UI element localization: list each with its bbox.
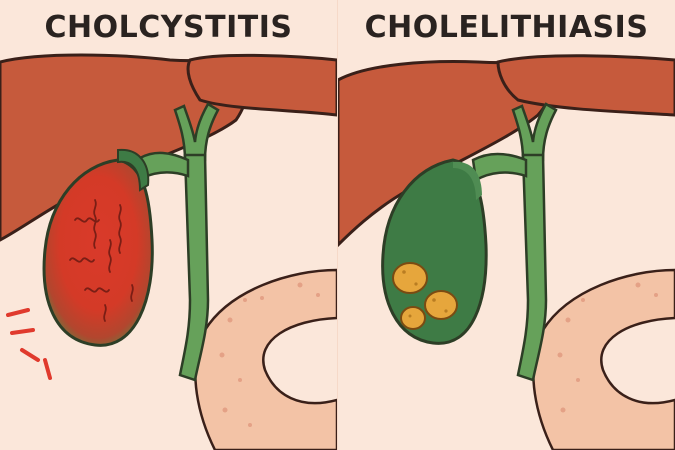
gallstone-1 [392,262,428,294]
gallstone-3 [400,306,426,330]
cystic-duct-right [471,152,528,182]
gallbladder-with-stones [381,158,488,345]
cholecystitis-illustration [0,53,337,450]
gallstone-2 [424,290,458,320]
liver-upper-lobe-right [496,54,675,117]
bile-duct-right [511,102,558,162]
gallbladder-rim [117,148,150,192]
duodenum-left [194,268,337,450]
title-cholelithiasis: CHOLELITHIASIS [364,10,649,45]
liver-upper-lobe-left [186,53,337,117]
gallstone-texture [402,270,448,318]
gallbladder-highlight [453,161,482,200]
pain-marks [6,308,52,380]
panel-cholecystitis [0,0,337,450]
common-bile-duct-right [516,153,548,382]
bile-duct-left [173,102,220,162]
title-cholecystitis: CHOLCYSTITIS [44,10,293,45]
duodenum-texture-dots [219,282,320,427]
common-bile-duct-left [178,153,210,382]
duodenum-texture-dots-right [557,282,658,413]
inflammation-lines [69,199,134,322]
duodenum-right [532,268,675,450]
gallbladder-inflamed [42,158,154,347]
panel-cholelithiasis [338,0,675,450]
cystic-duct-left [138,151,190,180]
cholelithiasis-illustration [338,54,675,450]
gallstones [392,262,458,330]
